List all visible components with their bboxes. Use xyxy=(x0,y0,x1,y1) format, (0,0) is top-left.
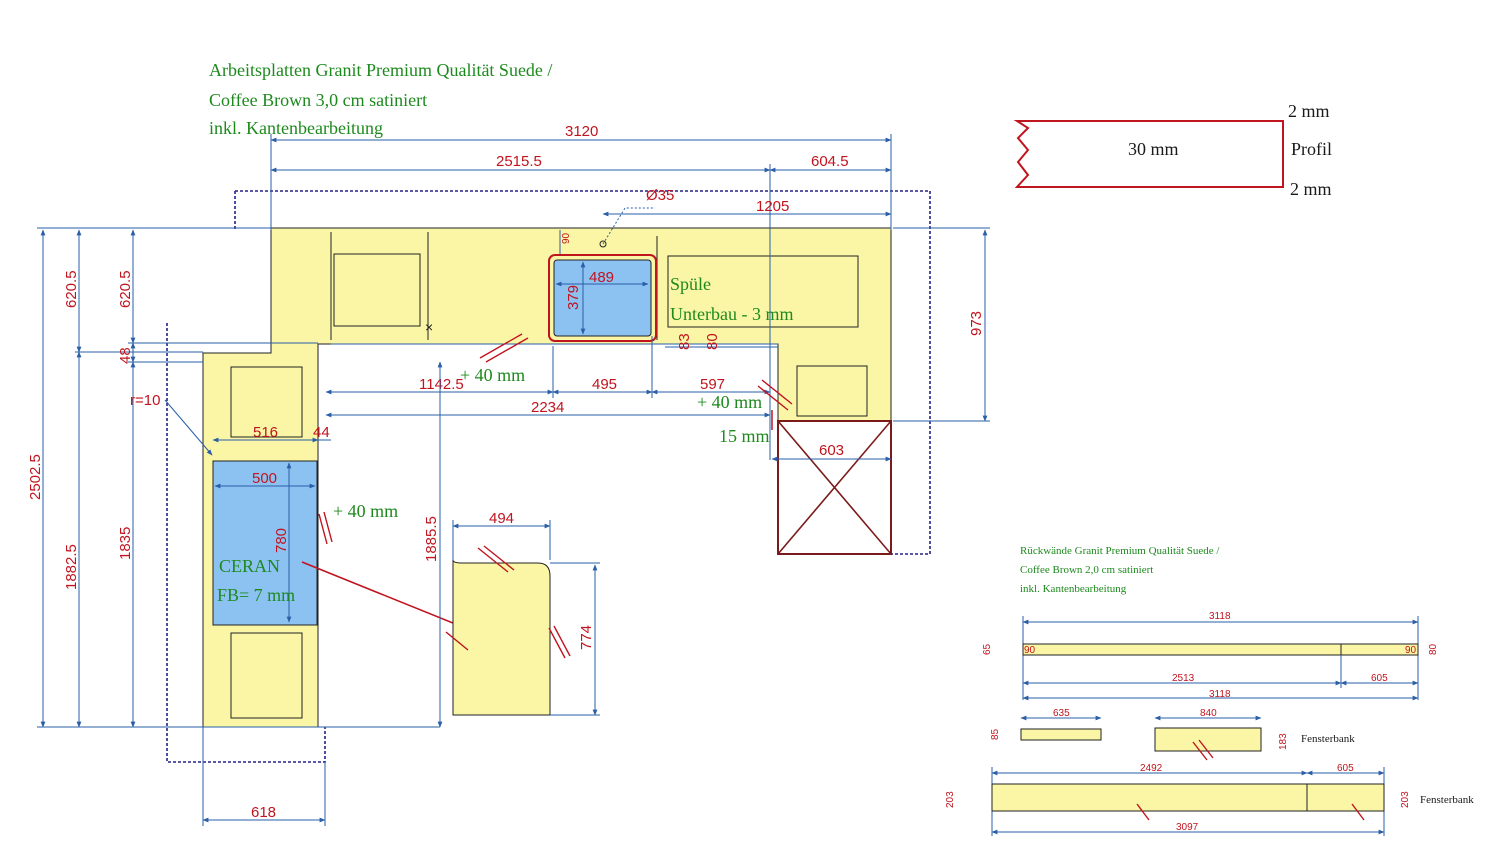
dim-90-top: 90 xyxy=(561,232,572,244)
dim-620b: 620.5 xyxy=(117,270,134,308)
profile-top-label: 2 mm xyxy=(1288,101,1330,121)
dim-83: 83 xyxy=(676,333,693,350)
bottom-dimension: 618 xyxy=(202,727,326,826)
svg-text:×: × xyxy=(425,319,433,335)
bs-h203-right: 203 xyxy=(1400,791,1411,808)
bs-dim-635: 635 xyxy=(1053,708,1070,719)
dim-603: 603 xyxy=(819,442,844,459)
bs-h80: 80 xyxy=(1428,643,1439,655)
dim-48: 48 xyxy=(117,347,134,364)
note-plus40-c: + 40 mm xyxy=(333,501,398,521)
bs-dim-840: 840 xyxy=(1200,708,1217,719)
bs-dim-605-a: 605 xyxy=(1371,673,1388,684)
worktop-top xyxy=(202,227,892,728)
island: 494 774 1885.5 xyxy=(423,361,600,728)
dim-500: 500 xyxy=(252,470,277,487)
note-plus40-a: + 40 mm xyxy=(460,365,525,385)
front-right-small xyxy=(796,365,868,417)
ceran-section: 516 44 500 780 CERAN FB= 7 mm + 40 mm xyxy=(212,366,495,719)
sink-mount-label: Unterbau - 3 mm xyxy=(670,304,793,324)
bs-dim-3118-bottom: 3118 xyxy=(1209,689,1231,700)
room-outline xyxy=(166,190,931,763)
dim-780: 780 xyxy=(273,528,290,553)
dim-620a: 620.5 xyxy=(63,270,80,308)
sink-width: 489 xyxy=(589,269,614,286)
top-dimensions: 3120 2515.5 604.5 1205 Ø35 90 xyxy=(270,123,892,460)
sink-label: Spüle xyxy=(670,274,711,294)
bs-fensterbank-2: Fensterbank xyxy=(1420,794,1474,806)
bs-h85: 85 xyxy=(990,728,1001,740)
dim-494: 494 xyxy=(489,510,514,527)
bs-dim-3097: 3097 xyxy=(1176,822,1199,833)
bs-inner-90-right: 90 xyxy=(1405,645,1417,656)
left-dimensions: 2502.5 620.5 620.5 48 1882.5 1835 r=10 xyxy=(27,227,440,728)
dim-1882: 1882.5 xyxy=(63,544,80,590)
dim-3120: 3120 xyxy=(565,123,598,140)
dim-597: 597 xyxy=(700,376,725,393)
header-line-3: inkl. Kantenbearbeitung xyxy=(209,118,383,138)
dim-1142: 1142.5 xyxy=(419,376,464,393)
header-notes: Arbeitsplatten Granit Premium Qualität S… xyxy=(209,60,552,138)
bs-dim-2492: 2492 xyxy=(1140,763,1163,774)
dim-618: 618 xyxy=(251,804,276,821)
note-plus40-b: + 40 mm xyxy=(697,392,762,412)
dim-516: 516 xyxy=(253,424,278,441)
backsplash-section: Rückwände Granit Premium Qualität Suede … xyxy=(945,545,1474,836)
bs-dim-2513: 2513 xyxy=(1172,673,1195,684)
profile-center-label: 30 mm xyxy=(1128,139,1179,159)
front-upper-right xyxy=(667,255,859,328)
sink-height: 379 xyxy=(565,285,582,310)
dim-2515: 2515.5 xyxy=(496,153,542,170)
dim-604: 604.5 xyxy=(811,153,849,170)
edge-profile: 2 mm 30 mm Profil 2 mm xyxy=(1013,101,1332,199)
backsplash-title-3: inkl. Kantenbearbeitung xyxy=(1020,583,1127,595)
front-upper-left xyxy=(333,253,421,327)
bs-h65: 65 xyxy=(982,643,993,655)
ceran-label: CERAN xyxy=(219,556,280,576)
backsplash-title-2: Coffee Brown 2,0 cm satiniert xyxy=(1020,564,1153,576)
dim-1835: 1835 xyxy=(117,527,134,560)
dim-2502: 2502.5 xyxy=(27,454,44,500)
bs-h203-left: 203 xyxy=(945,791,956,808)
backsplash-title-1: Rückwände Granit Premium Qualität Suede … xyxy=(1020,545,1220,557)
dim-774: 774 xyxy=(578,625,595,650)
bs-fensterbank-1: Fensterbank xyxy=(1301,733,1355,745)
profile-bottom-label: 2 mm xyxy=(1290,179,1332,199)
dim-2234: 2234 xyxy=(531,399,564,416)
front-ceran-lower xyxy=(230,632,303,719)
right-dimensions: 973 xyxy=(893,227,990,422)
dim-1885: 1885.5 xyxy=(423,516,440,562)
bs-dim-3118-top: 3118 xyxy=(1209,611,1231,622)
ceran-fb-label: FB= 7 mm xyxy=(217,585,295,605)
sink: 489 379 Spüle Unterbau - 3 mm xyxy=(548,240,793,342)
dim-973: 973 xyxy=(968,311,985,336)
dim-80: 80 xyxy=(704,333,721,350)
dim-d35: Ø35 xyxy=(646,187,674,204)
bs-inner-90-left: 90 xyxy=(1024,645,1036,656)
profile-right-label: Profil xyxy=(1291,139,1332,159)
note-15mm: 15 mm xyxy=(719,426,770,446)
dim-r10: r=10 xyxy=(130,392,160,409)
bs-dim-605-b: 605 xyxy=(1337,763,1354,774)
header-line-1: Arbeitsplatten Granit Premium Qualität S… xyxy=(209,60,552,80)
dim-1205: 1205 xyxy=(756,198,789,215)
tall-cabinet: 603 xyxy=(771,420,892,555)
dim-495: 495 xyxy=(592,376,617,393)
header-line-2: Coffee Brown 3,0 cm satiniert xyxy=(209,90,427,110)
dim-44: 44 xyxy=(313,424,330,441)
middle-dimensions: 83 80 1142.5 495 597 2234 + 40 mm + 40 m… xyxy=(325,333,793,446)
bs-h183: 183 xyxy=(1278,733,1289,750)
front-ceran-upper xyxy=(230,366,303,438)
